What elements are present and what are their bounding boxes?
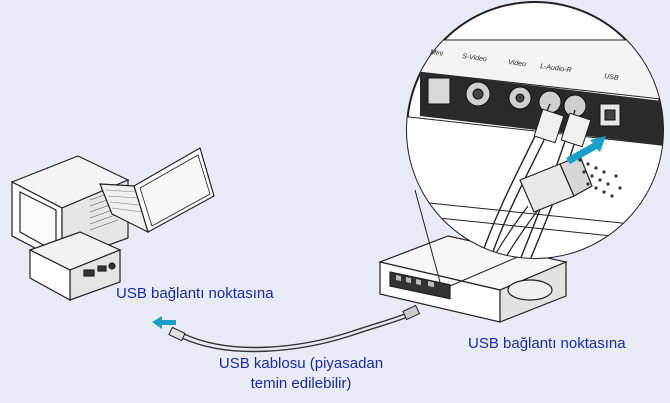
label-usb-cable: USB kablosu (piyasadan temin edilebilir) (196, 354, 406, 394)
zoom-detail-circle: Mini S-Video Video L-Audio-R USB (406, 1, 664, 259)
label-usb-port-projector: USB bağlantı noktasına (468, 335, 626, 352)
desktop-computer (10, 155, 130, 302)
laptop-computer (99, 147, 215, 234)
usb-plug-computer-end (168, 326, 186, 342)
port-label-s-video: S-Video (462, 53, 488, 63)
port-label-video: Video (508, 59, 527, 68)
usb-plug-projector-end (402, 304, 421, 321)
projector (377, 235, 568, 323)
label-usb-port-computer: USB bağlantı noktasına (116, 285, 274, 302)
arrow-to-computer-usb (152, 316, 176, 329)
port-label-mini: Mini (430, 49, 444, 58)
port-label-l-audio-r: L-Audio-R (540, 63, 572, 74)
usb-cable (181, 311, 411, 353)
port-label-usb: USB (604, 73, 620, 82)
label-usb-cable-line2: temin edilebilir) (250, 375, 352, 392)
zoom-guide-lines (414, 189, 521, 287)
arrow-to-projector-usb (566, 136, 606, 164)
label-usb-cable-line1: USB kablosu (piyasadan (218, 355, 384, 372)
